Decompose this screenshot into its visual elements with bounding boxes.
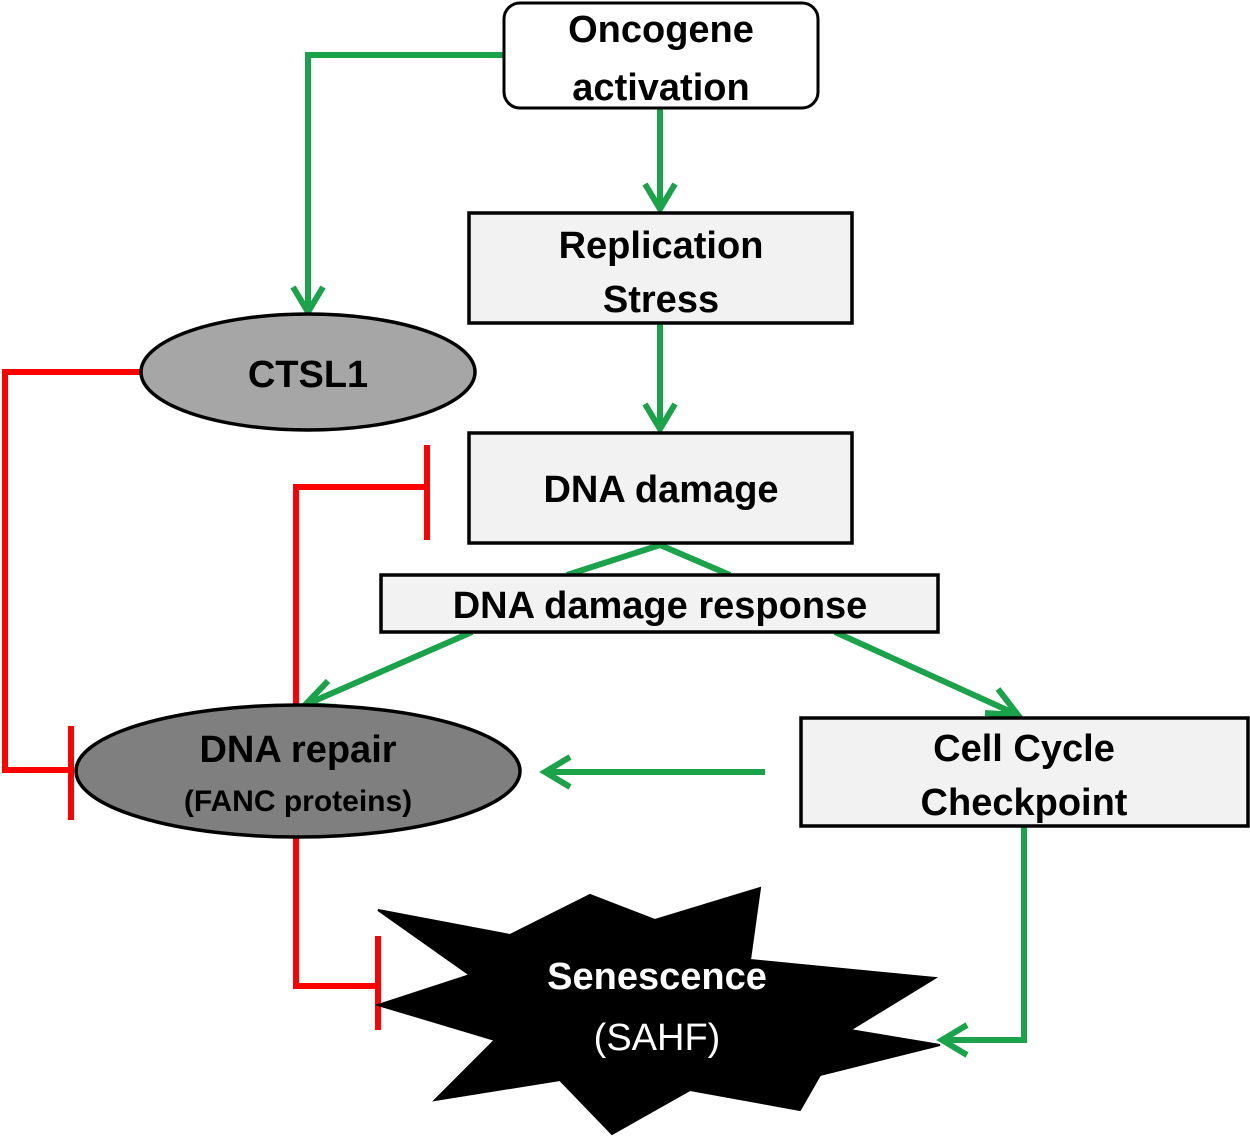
arrowhead-senescence xyxy=(936,1022,969,1058)
edge-ddr-to-dna-repair xyxy=(303,629,474,708)
replication-label-line1: Replication xyxy=(559,225,764,267)
edge-oncogene-to-ctsl1 xyxy=(305,52,503,308)
node-dna-damage: DNA damage xyxy=(467,431,854,545)
edge-ctsl1-inhibits-dna-repair xyxy=(2,369,142,773)
edge-dna-repair-inhibits-dna-damage xyxy=(293,484,427,705)
edge-ddr-to-checkpoint xyxy=(833,629,1020,718)
senescence-label-line1: Senescence xyxy=(547,956,767,998)
dna-damage-label: DNA damage xyxy=(543,469,778,511)
dna-repair-label-line2: (FANC proteins) xyxy=(184,785,412,818)
arrowhead-replication xyxy=(642,182,678,215)
arrowhead-checkpoint xyxy=(984,687,1025,719)
node-dna-repair: DNA repair (FANC proteins) xyxy=(74,703,522,839)
inhibition-edges xyxy=(2,369,430,1030)
oncogene-label-line2: activation xyxy=(572,67,749,109)
edge-dna-repair-inhibits-senescence xyxy=(293,838,378,989)
arrowhead-dna-repair-right xyxy=(539,754,572,790)
arrowhead-dna-damage xyxy=(642,402,678,435)
edge-dna-damage-to-ddr xyxy=(566,541,732,578)
checkpoint-label-line2: Checkpoint xyxy=(921,782,1128,824)
node-dna-damage-response: DNA damage response xyxy=(379,573,940,634)
activation-edges xyxy=(290,52,1027,1058)
node-ctsl1: CTSL1 xyxy=(139,312,477,432)
dna-repair-label-line1: DNA repair xyxy=(199,729,396,771)
senescence-label-line2: (SAHF) xyxy=(594,1017,721,1059)
oncogene-label-line1: Oncogene xyxy=(568,9,754,51)
senescence-starburst xyxy=(374,886,941,1136)
replication-label-line2: Stress xyxy=(603,279,719,321)
node-replication-stress: Replication Stress xyxy=(467,211,854,325)
checkpoint-label-line1: Cell Cycle xyxy=(933,728,1115,770)
node-oncogene-activation: Oncogene activation xyxy=(502,1,820,110)
node-senescence: Senescence (SAHF) xyxy=(374,886,941,1136)
edge-checkpoint-to-senescence xyxy=(945,826,1027,1043)
ctsl1-label: CTSL1 xyxy=(248,354,368,396)
arrowhead-ctsl1 xyxy=(290,285,326,318)
ddr-label: DNA damage response xyxy=(453,585,868,627)
node-cell-cycle-checkpoint: Cell Cycle Checkpoint xyxy=(799,716,1250,828)
